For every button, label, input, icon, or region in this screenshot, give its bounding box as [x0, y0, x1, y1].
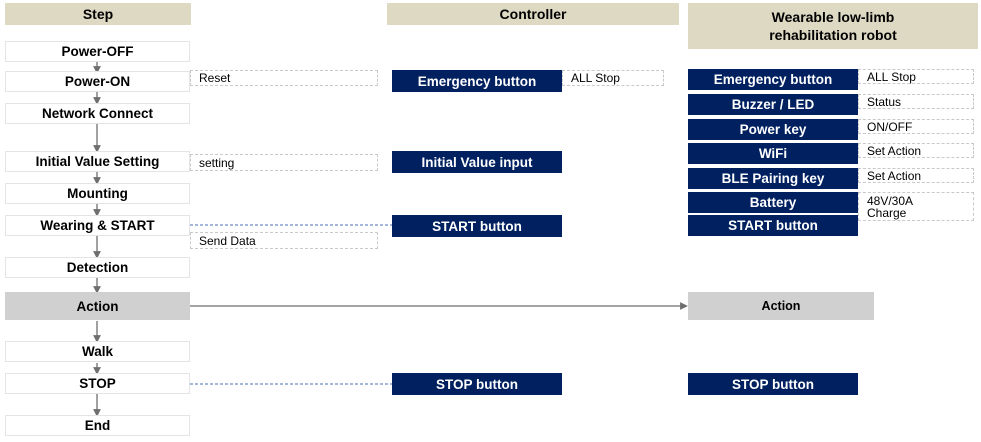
step-power-off: Power-OFF — [5, 41, 190, 62]
step-initial-value-setting: Initial Value Setting — [5, 151, 190, 172]
robot-ble-pairing-key: BLE Pairing key — [688, 168, 858, 189]
robot-header: Wearable low-limb rehabilitation robot — [688, 3, 978, 49]
step-header: Step — [5, 3, 191, 25]
robot-start-button: START button — [688, 215, 858, 236]
battery-note-charge: Charge — [867, 205, 907, 220]
robot-power-note: ON/OFF — [858, 119, 974, 134]
note-send-data: Send Data — [190, 232, 378, 249]
robot-stop-button: STOP button — [688, 373, 858, 395]
note-setting: setting — [190, 154, 378, 171]
step-power-on: Power-ON — [5, 71, 190, 92]
note-reset: Reset — [190, 70, 378, 86]
robot-battery-note: 48V/30A Charge — [858, 192, 974, 221]
robot-buzzer-led: Buzzer / LED — [688, 94, 858, 115]
robot-emergency-button: Emergency button — [688, 69, 858, 90]
step-walk: Walk — [5, 341, 190, 362]
robot-action: Action — [688, 292, 874, 320]
robot-battery: Battery — [688, 192, 858, 213]
controller-initial-value-input: Initial Value input — [392, 151, 562, 173]
robot-ble-note: Set Action — [858, 168, 974, 183]
controller-header: Controller — [387, 3, 679, 25]
robot-wifi: WiFi — [688, 143, 858, 164]
step-mounting: Mounting — [5, 183, 190, 204]
robot-wifi-note: Set Action — [858, 143, 974, 158]
step-wearing-start: Wearing & START — [5, 215, 190, 236]
controller-start-button: START button — [392, 215, 562, 237]
robot-buzzer-note: Status — [858, 94, 974, 109]
step-network-connect: Network Connect — [5, 103, 190, 124]
robot-power-key: Power key — [688, 119, 858, 140]
robot-emergency-note: ALL Stop — [858, 69, 974, 84]
step-end: End — [5, 415, 190, 436]
step-detection: Detection — [5, 257, 190, 278]
controller-emergency-note: ALL Stop — [562, 70, 664, 86]
step-action: Action — [5, 292, 190, 320]
controller-stop-button: STOP button — [392, 373, 562, 395]
controller-emergency-button: Emergency button — [392, 70, 562, 92]
battery-note-voltage: 48V/30A — [867, 193, 914, 208]
step-stop: STOP — [5, 373, 190, 394]
